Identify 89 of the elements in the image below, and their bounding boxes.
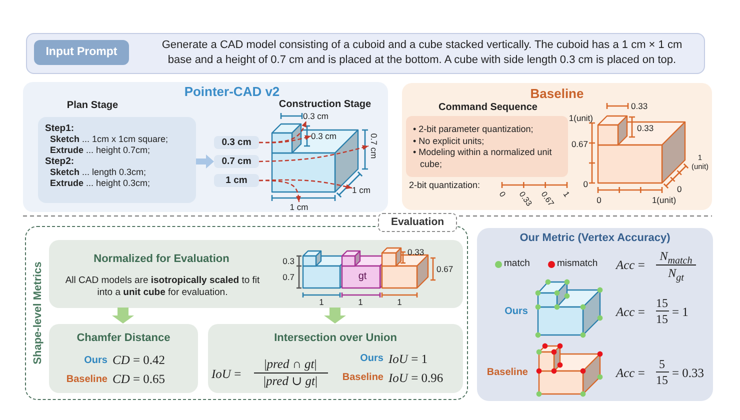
formula: = 1 bbox=[672, 304, 690, 320]
formula: 5 bbox=[658, 357, 666, 371]
dimension-label: 1 bbox=[396, 296, 403, 306]
value-tag: 0.3 cm bbox=[214, 136, 259, 149]
axis-label: 0 bbox=[596, 195, 602, 205]
legend-label: match bbox=[504, 258, 531, 270]
formula: |pred ∪ gt| bbox=[262, 374, 318, 388]
dimension-label: 0.3 bbox=[282, 256, 294, 266]
axis-label: 1(unit) bbox=[650, 195, 678, 205]
dimension-label: 1 cm bbox=[287, 202, 311, 212]
dimension-label: 0.33 bbox=[631, 101, 649, 111]
dashed-arrow bbox=[258, 144, 369, 162]
prompt-panel bbox=[26, 33, 705, 74]
formula: 15 bbox=[655, 296, 669, 310]
dimension-label: 1 cm bbox=[352, 185, 374, 195]
metrics-group bbox=[25, 226, 468, 400]
dimension-label: 0.67 bbox=[436, 264, 454, 274]
description-text: All CAD models are isotropically scaled to fit into a unit cube for evaluation. bbox=[64, 274, 261, 300]
dimension-label: 0.33 bbox=[637, 123, 655, 133]
metric-box bbox=[48, 324, 198, 392]
formula: = 0.33 bbox=[672, 365, 706, 381]
panel-title: Baseline bbox=[529, 86, 585, 102]
block-arrow bbox=[112, 308, 134, 324]
method-label: Baseline bbox=[486, 366, 528, 379]
formula: CD = 0.42 bbox=[112, 352, 166, 368]
method-label: Baseline bbox=[65, 372, 108, 386]
box-title: Intersection over Union bbox=[273, 330, 398, 344]
value-tag: 0.7 cm bbox=[214, 155, 259, 168]
dimension-label: 0.7 bbox=[282, 272, 294, 282]
legend-label: mismatch bbox=[557, 258, 599, 270]
command-line: Extrude ... height 0.3cm; bbox=[50, 178, 152, 189]
side-title: Shape-level Metrics bbox=[30, 260, 44, 366]
block-arrow bbox=[324, 308, 346, 324]
panel-title: Pointer-CAD v2 bbox=[183, 84, 281, 99]
prompt-text: Generate a CAD model consisting of a cuboid and a cube stacked vertically. The cuboid has a 1 cm × 1 cm base and a height of 0.7 cm and is placed at the bottom. A cube with side length 0.3 cm is placed on top. bbox=[160, 38, 684, 68]
prompt-tag: Input Prompt bbox=[34, 40, 129, 65]
command-box bbox=[406, 116, 568, 177]
metric-box bbox=[208, 324, 462, 392]
method-label: Ours bbox=[359, 352, 384, 364]
dimension-label: 0.3 cm bbox=[311, 131, 341, 141]
dimension-label: 0.3 cm bbox=[303, 111, 335, 121]
formula: 15 bbox=[655, 373, 669, 387]
section-tag: Evaluation bbox=[378, 213, 457, 232]
formula: Acc = bbox=[616, 365, 646, 381]
axis-label: 0 bbox=[677, 184, 683, 194]
dimension-label: 0.7 cm bbox=[368, 132, 378, 160]
section-heading: Construction Stage bbox=[278, 99, 372, 111]
formula: IoU = 1 bbox=[388, 350, 429, 366]
section-heading: Command Sequence bbox=[438, 102, 538, 114]
bullet-item: • 2-bit parameter quantization; bbox=[413, 123, 534, 135]
box-title: Chamfer Distance bbox=[76, 330, 172, 344]
step-label: Step1: bbox=[45, 123, 76, 134]
formula: Acc = bbox=[616, 257, 646, 273]
formula: IoU = 0.96 bbox=[388, 370, 444, 386]
axis-label: 1(unit) bbox=[568, 113, 593, 123]
tick-label: 1 bbox=[561, 190, 572, 200]
axis-label: 0.67 bbox=[570, 139, 588, 149]
command-line: Sketch ... length 0.3cm; bbox=[50, 167, 148, 178]
plan-box bbox=[38, 117, 196, 203]
panel-title: Our Metric (Vertex Accuracy) bbox=[518, 231, 672, 245]
cube-label: gt bbox=[357, 270, 368, 282]
dimension-label: 1 bbox=[357, 296, 364, 306]
dashed-arrow bbox=[258, 134, 312, 144]
block-arrow bbox=[196, 154, 214, 168]
command-line: Sketch ... 1cm x 1cm square; bbox=[50, 134, 170, 145]
section-heading: Plan Stage bbox=[66, 100, 120, 112]
method-label: Ours bbox=[504, 305, 528, 318]
formula: Acc = bbox=[616, 304, 646, 320]
dashed-arrow bbox=[258, 179, 352, 190]
bullet-item: • Modeling within a normalized unit cube; bbox=[413, 147, 553, 170]
value-tag: 1 cm bbox=[214, 174, 259, 187]
formula: IoU = bbox=[212, 366, 242, 382]
method-label: Ours bbox=[83, 354, 108, 366]
axis-title: 2-bit quantization: bbox=[409, 180, 482, 191]
box-title: Normalized for Evaluation bbox=[92, 252, 230, 266]
formula: N$_{gt}$ bbox=[667, 266, 685, 281]
dimension-label: 1 bbox=[318, 296, 325, 306]
tick-label: 0.67 bbox=[539, 190, 556, 209]
step-label: Step2: bbox=[45, 156, 76, 167]
formula: CD = 0.65 bbox=[112, 370, 166, 386]
formula: |pred ∩ gt| bbox=[263, 356, 318, 372]
method-label: Baseline bbox=[341, 370, 384, 384]
formula: N$_{match}$ bbox=[658, 249, 694, 264]
dimension-label: 0.33 bbox=[408, 246, 426, 256]
formula: 15 bbox=[655, 312, 669, 326]
bullet-item: • No explicit units; bbox=[413, 135, 486, 147]
command-line: Extrude ... height 0.7cm; bbox=[50, 145, 152, 156]
axis-label: 0 bbox=[582, 179, 588, 189]
tick-label: 0 bbox=[497, 190, 508, 200]
